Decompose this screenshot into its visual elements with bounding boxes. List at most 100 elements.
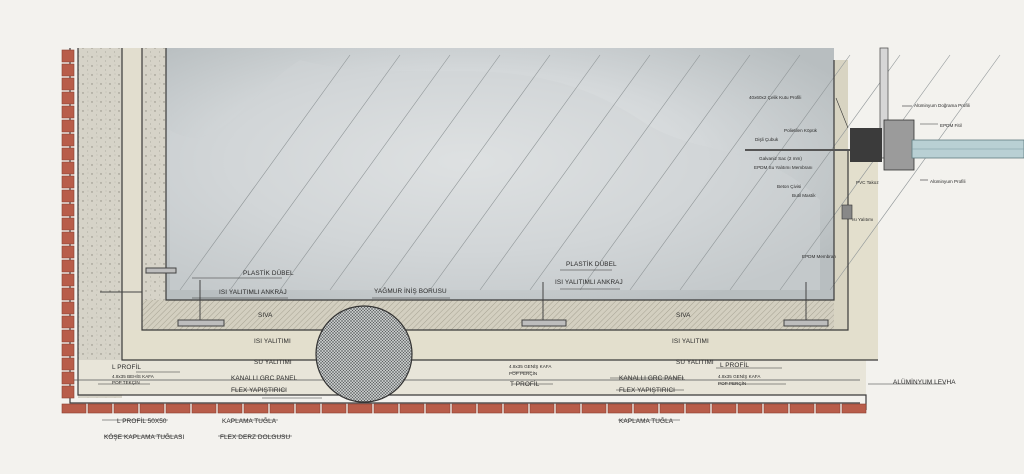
label-epdm-membran: EPDM Membran bbox=[802, 254, 836, 259]
reflection-line bbox=[429, 54, 601, 291]
insulation-right bbox=[848, 150, 878, 360]
label-siva-right: SIVA bbox=[676, 312, 691, 319]
label-kanalli-grc-right: KANALLI GRC PANEL bbox=[619, 375, 686, 382]
brick bbox=[555, 403, 581, 414]
brick bbox=[61, 175, 75, 189]
reflection-line bbox=[279, 54, 451, 291]
label-al-profili: Alüminyum Profili bbox=[930, 179, 965, 184]
concrete-wall-left bbox=[78, 48, 122, 398]
brick bbox=[373, 403, 399, 414]
label-l-profil-5050: L PROFİL 50X50 bbox=[117, 416, 167, 425]
reflection-line bbox=[729, 54, 901, 291]
leader-lines bbox=[98, 97, 946, 437]
label-polietilen: Polietilen Köpük bbox=[784, 128, 818, 133]
brick bbox=[503, 403, 529, 414]
brick bbox=[61, 287, 75, 301]
label-kaplama-tugla-right: KAPLAMA TUĞLA bbox=[619, 416, 674, 425]
brick bbox=[61, 231, 75, 245]
frame-outlines bbox=[69, 48, 878, 410]
label-siva-left: SIVA bbox=[258, 312, 273, 319]
brick bbox=[113, 403, 139, 414]
brick-cladding-bottom bbox=[61, 403, 867, 414]
brick bbox=[399, 403, 425, 414]
brick bbox=[61, 189, 75, 203]
brick bbox=[61, 91, 75, 105]
insulation-band-bottom bbox=[122, 330, 856, 360]
label-butil: Butil Mastik bbox=[792, 193, 816, 198]
label-isi-yalitimli-ankraj-right: ISI YALITIMLI ANKRAJ bbox=[555, 279, 623, 286]
brick bbox=[61, 259, 75, 273]
brick bbox=[61, 357, 75, 371]
label-aluminyum-levha: ALÜMİNYUM LEVHA bbox=[893, 377, 956, 386]
label-galvaniz: Galvaniz Sac (2 mm) bbox=[759, 156, 802, 161]
window-detail bbox=[745, 47, 1024, 220]
label-epdm-su: EPDM Su Yalıtımı Membranı bbox=[754, 165, 813, 170]
brick bbox=[61, 301, 75, 315]
label-beton-civi: Beton Çivisi bbox=[777, 184, 801, 189]
steel-box-profile bbox=[850, 128, 882, 162]
insulation-left bbox=[122, 48, 142, 348]
brick bbox=[217, 403, 243, 414]
brick bbox=[61, 385, 75, 399]
label-pop-percin-right: POP PERÇİN bbox=[718, 380, 746, 386]
brick bbox=[789, 403, 815, 414]
brick bbox=[243, 403, 269, 414]
reflection-line bbox=[529, 54, 701, 291]
label-disli-cubuk: Dişli Çubuk bbox=[755, 137, 779, 142]
label-su-yalitimi-right: SU YALITIMI bbox=[676, 359, 714, 366]
label-kose-kaplama: KÖŞE KAPLAMA TUĞLASI bbox=[104, 432, 184, 441]
label-group: PLASTİK DÜBEL ISI YALITIMLI ANKRAJ YAĞMU… bbox=[104, 95, 970, 441]
brick bbox=[685, 403, 711, 414]
brick bbox=[61, 147, 75, 161]
brick bbox=[425, 403, 451, 414]
brick-cladding-left bbox=[61, 49, 75, 399]
brick bbox=[61, 105, 75, 119]
aluminium-frame bbox=[883, 119, 915, 171]
brick bbox=[61, 203, 75, 217]
brick bbox=[763, 403, 789, 414]
air-gap-bottom bbox=[78, 360, 866, 395]
glass-reflection-lines bbox=[179, 54, 1001, 291]
label-kaplama-tugla-left: KAPLAMA TUĞLA bbox=[222, 416, 277, 425]
label-flex-yap-left: FLEX YAPIŞTIRICI bbox=[231, 387, 287, 394]
label-epdm-fitil: EPDM Fitil bbox=[940, 123, 962, 128]
plaster-right bbox=[834, 60, 848, 330]
brick bbox=[61, 273, 75, 287]
label-flex-derz: FLEX DERZ DOLGUSU bbox=[220, 434, 291, 441]
brick bbox=[61, 403, 87, 414]
rain-pipe bbox=[315, 305, 413, 403]
label-yagmur-inis-borusu: YAĞMUR İNİŞ BORUSU bbox=[374, 286, 447, 295]
brick bbox=[139, 403, 165, 414]
label-bihis-left: 4.8x35 BEHİS KAFA bbox=[112, 373, 155, 379]
label-t-profil: T PROFİL bbox=[510, 379, 540, 388]
brick bbox=[815, 403, 841, 414]
brick bbox=[61, 329, 75, 343]
brick bbox=[633, 403, 659, 414]
brick bbox=[61, 343, 75, 357]
label-plastik-dubel-left: PLASTİK DÜBEL bbox=[243, 268, 294, 277]
label-al-dograma: Alüminyum Doğrama Profili bbox=[914, 103, 970, 108]
brick bbox=[61, 245, 75, 259]
label-pop-percin-mid: POP PERÇİN bbox=[509, 370, 537, 376]
label-flex-yap-right: FLEX YAPIŞTIRICI bbox=[619, 387, 675, 394]
label-l-profil-right: L PROFİL bbox=[720, 360, 749, 369]
brick bbox=[347, 403, 373, 414]
brick bbox=[191, 403, 217, 414]
label-celik-kutu: 40x60x2 Çelik Kutu Profili bbox=[749, 95, 801, 100]
label-l-profil-left: L PROFİL bbox=[112, 362, 141, 371]
brick bbox=[607, 403, 633, 414]
label-plastik-dubel-right: PLASTİK DÜBEL bbox=[566, 259, 617, 268]
brick bbox=[61, 133, 75, 147]
brick bbox=[529, 403, 555, 414]
label-genis-kafa-mid: 4.8x35 GENİŞ KAFA bbox=[509, 363, 552, 369]
reflection-line bbox=[579, 54, 751, 291]
label-isi-yalitimi-left: ISI YALITIMI bbox=[254, 338, 291, 345]
reflection-line bbox=[679, 54, 851, 291]
brick bbox=[269, 403, 295, 414]
brick bbox=[61, 49, 75, 63]
reflection-line bbox=[829, 54, 1001, 291]
reflection-line bbox=[479, 54, 651, 291]
brick bbox=[61, 315, 75, 329]
